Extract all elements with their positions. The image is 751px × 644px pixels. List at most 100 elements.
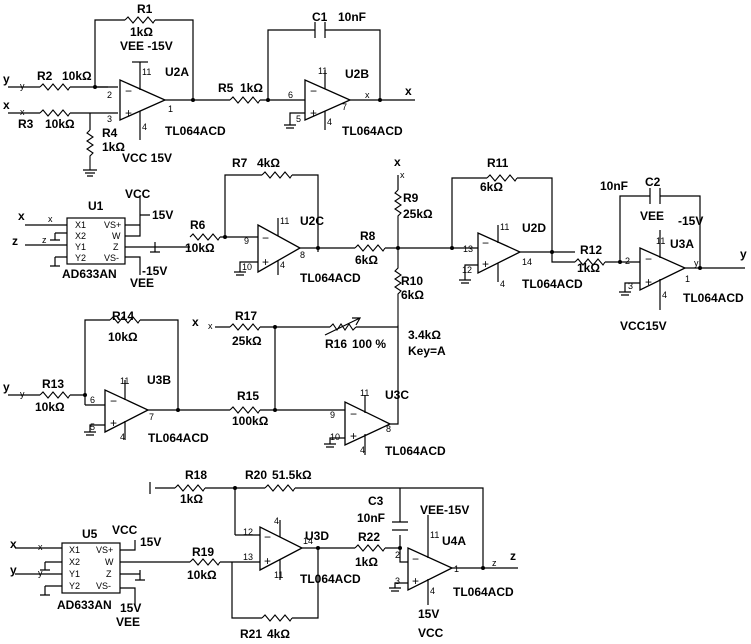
svg-text:11: 11: [274, 570, 283, 580]
net-y-u3a-small: y: [694, 258, 699, 268]
resistor-r18: [174, 484, 206, 492]
label-c2-value: 10nF: [600, 179, 628, 193]
net-z-u4a: z: [510, 549, 516, 563]
svg-text:3: 3: [107, 114, 112, 124]
svg-text:5: 5: [90, 422, 95, 432]
label-r15-value: 100kΩ: [232, 414, 269, 428]
svg-text:2: 2: [625, 256, 630, 266]
net-z-u1: z: [12, 234, 18, 248]
net-x-u1: x: [18, 209, 25, 223]
svg-text:11: 11: [120, 376, 129, 386]
section-u5-u3d-u4a: − + − +: [15, 482, 518, 622]
label-r16-value: 3.4kΩ: [408, 328, 441, 342]
svg-text:11: 11: [360, 388, 369, 398]
resistor-r14: [109, 316, 141, 324]
pin-numbers: 2 3 1 11 4 6 5 7 11 4 9 10 8 11 4 13 12 …: [90, 66, 690, 596]
net-x-r17: x: [192, 315, 199, 329]
label-vcc3: VCC15V: [620, 319, 667, 333]
net-y-u3a: y: [740, 247, 747, 261]
svg-text:8: 8: [386, 424, 391, 434]
label-u3a: U3A: [670, 237, 694, 251]
label-r19-value: 10kΩ: [187, 568, 217, 582]
net-x-u1-small: x: [48, 214, 53, 224]
resistor-r6: [189, 233, 221, 241]
svg-text:4: 4: [280, 260, 285, 270]
label-r9: R9: [403, 191, 419, 205]
label-c2: C2: [645, 175, 661, 189]
label-r14-value: 10kΩ: [108, 330, 138, 344]
resistor-r1: [124, 16, 156, 24]
potentiometer-r16: [329, 323, 357, 331]
component-labels: R1 1kΩ VEE -15V U2A C1 10nF R2 10kΩ R3 1…: [18, 2, 744, 641]
svg-text:4: 4: [500, 279, 505, 289]
label-u2d: U2D: [522, 221, 546, 235]
label-r22: R22: [358, 530, 380, 544]
label-r21-value: 4kΩ: [267, 627, 290, 641]
label-r3-value: 10kΩ: [45, 117, 75, 131]
net-y-input-1-small: y: [20, 81, 25, 91]
resistor-r17: [229, 323, 261, 331]
label-c1: C1: [312, 10, 328, 24]
resistor-r12: [574, 258, 606, 266]
label-u1-m15v: -15V: [142, 264, 167, 278]
label-u1-part: AD633AN: [62, 267, 117, 281]
label-r13: R13: [42, 377, 64, 391]
resistor-r3: [39, 109, 71, 117]
label-r7-value: 4kΩ: [257, 156, 280, 170]
svg-text:2: 2: [395, 550, 400, 560]
svg-text:11: 11: [656, 236, 665, 246]
label-c3-value: 10nF: [357, 511, 385, 525]
label-vee: VEE -15V: [120, 39, 173, 53]
label-u2c-part: TL064ACD: [300, 271, 361, 285]
svg-text:4: 4: [360, 445, 365, 455]
label-u2a-part: TL064ACD: [165, 124, 226, 138]
label-r20-value: 51.5kΩ: [272, 468, 312, 482]
svg-text:+: +: [412, 574, 419, 588]
svg-text:VS+: VS+: [96, 545, 113, 555]
label-u5-vcc: VCC: [112, 523, 138, 537]
label-r22-value: 1kΩ: [355, 555, 378, 569]
label-r5-value: 1kΩ: [240, 81, 263, 95]
label-r1-value: 1kΩ: [130, 25, 153, 39]
resistor-r5: [229, 96, 261, 104]
svg-text:7: 7: [149, 412, 154, 422]
svg-text:+: +: [264, 554, 271, 568]
svg-text:W: W: [105, 557, 114, 567]
label-r3: R3: [18, 117, 34, 131]
label-r2: R2: [37, 69, 53, 83]
label-u3c-part: TL064ACD: [385, 444, 446, 458]
label-r6: R6: [190, 218, 206, 232]
label-r9-value: 25kΩ: [403, 207, 433, 221]
svg-text:14: 14: [303, 536, 313, 546]
svg-text:VS-: VS-: [104, 253, 119, 263]
svg-text:Y1: Y1: [69, 569, 80, 579]
label-u5-15v: 15V: [140, 535, 161, 549]
label-u3c: U3C: [385, 388, 409, 402]
svg-text:11: 11: [500, 222, 509, 232]
resistor-r10: [394, 248, 402, 325]
svg-text:X1: X1: [69, 545, 80, 555]
svg-text:−: −: [350, 407, 357, 421]
label-vcc: VCC 15V: [122, 151, 172, 165]
label-r16-key: Key=A: [408, 344, 446, 358]
label-r13-value: 10kΩ: [35, 400, 65, 414]
svg-text:VS+: VS+: [104, 220, 121, 230]
svg-text:1: 1: [454, 564, 459, 574]
label-vee4: VEE-15V: [420, 503, 469, 517]
label-u3d-part: TL064ACD: [300, 572, 361, 586]
capacitor-c2: [649, 188, 661, 204]
label-u5: U5: [82, 527, 98, 541]
resistor-r7: [261, 171, 293, 179]
opamp-u2b: [304, 78, 352, 122]
capacitor-c3: [392, 488, 408, 531]
label-r11-value: 6kΩ: [480, 180, 503, 194]
svg-text:14: 14: [522, 257, 532, 267]
label-r16-percent: 100 %: [352, 337, 386, 351]
svg-text:8: 8: [300, 250, 305, 260]
capacitor-c1: [314, 22, 326, 38]
label-u1: U1: [88, 199, 104, 213]
resistor-r4: [86, 129, 94, 170]
svg-text:Z: Z: [106, 569, 112, 579]
net-x-u5-small: x: [38, 542, 43, 552]
resistor-r15: [229, 406, 261, 414]
